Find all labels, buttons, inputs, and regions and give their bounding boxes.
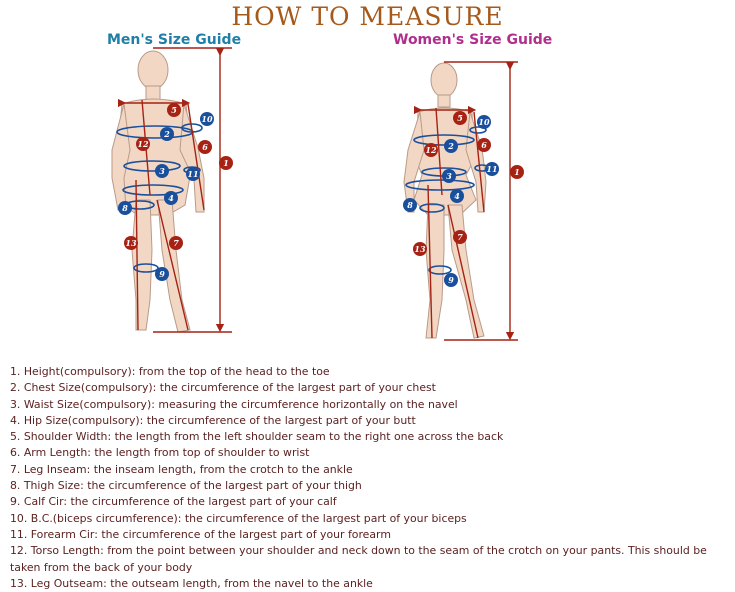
- instruction-item: 6. Arm Length: the length from top of sh…: [10, 446, 310, 460]
- women-badge-13: 13: [413, 242, 427, 256]
- instruction-item: 11. Forearm Cir: the circumference of th…: [10, 527, 391, 541]
- women-badge-8: 8: [403, 198, 417, 212]
- svg-text:8: 8: [122, 203, 128, 213]
- men-size-guide-label: Men's Size Guide: [107, 32, 242, 48]
- women-badge-6: 6: [477, 138, 491, 152]
- women-badge-1: 1: [510, 165, 524, 179]
- men-badge-3: 3: [155, 164, 169, 178]
- instruction-item: 12. Torso Length: from the point between…: [10, 544, 707, 574]
- svg-text:1: 1: [223, 158, 229, 168]
- men-badge-12: 12: [136, 137, 150, 151]
- svg-text:12: 12: [137, 139, 149, 149]
- women-badge-5: 5: [453, 111, 467, 125]
- svg-text:7: 7: [457, 232, 463, 242]
- svg-text:4: 4: [454, 191, 460, 201]
- svg-text:9: 9: [448, 275, 454, 285]
- svg-text:11: 11: [187, 169, 198, 179]
- page-title: HOW TO MEASURE: [231, 2, 504, 31]
- women-badge-7: 7: [453, 230, 467, 244]
- women-badge-11: 11: [485, 162, 499, 176]
- instruction-item: 10. B.C.(biceps circumference): the circ…: [10, 511, 467, 525]
- men-badge-7: 7: [169, 236, 183, 250]
- men-badge-4: 4: [164, 191, 178, 205]
- women-badge-10: 10: [477, 115, 491, 129]
- svg-text:9: 9: [159, 269, 165, 279]
- instruction-item: 8. Thigh Size: the circumference of the …: [10, 479, 362, 493]
- instruction-item: 5. Shoulder Width: the length from the l…: [10, 430, 504, 444]
- svg-text:11: 11: [486, 164, 497, 174]
- svg-text:3: 3: [159, 166, 165, 176]
- svg-text:6: 6: [202, 142, 208, 152]
- men-figure: [111, 47, 232, 333]
- men-badge-5: 5: [167, 103, 181, 117]
- instruction-item: 9. Calf Cir: the circumference of the la…: [10, 495, 337, 509]
- men-badge-11: 11: [186, 167, 200, 181]
- men-badge-8: 8: [118, 201, 132, 215]
- men-badge-10: 10: [200, 112, 214, 126]
- instruction-item: 4. Hip Size(compulsory): the circumferen…: [10, 413, 416, 427]
- svg-text:13: 13: [125, 238, 137, 248]
- instruction-item: 3. Waist Size(compulsory): measuring the…: [10, 397, 458, 411]
- svg-text:7: 7: [173, 238, 179, 248]
- svg-text:1: 1: [514, 167, 520, 177]
- women-badge-4: 4: [450, 189, 464, 203]
- women-badge-3: 3: [442, 169, 456, 183]
- svg-text:5: 5: [457, 113, 463, 123]
- men-badge-2: 2: [160, 127, 174, 141]
- women-badge-9: 9: [444, 273, 458, 287]
- men-badge-6: 6: [198, 140, 212, 154]
- instruction-item: 7. Leg Inseam: the inseam length, from t…: [10, 462, 353, 476]
- measurement-instructions: 1. Height(compulsory): from the top of t…: [10, 364, 732, 592]
- svg-text:10: 10: [201, 114, 213, 124]
- measurement-figures: 1 2 3 4 5 6 7 8 9 10 11 12 13 1 2 3 4 5 …: [111, 47, 524, 341]
- svg-text:12: 12: [425, 145, 437, 155]
- svg-text:4: 4: [168, 193, 174, 203]
- women-badge-2: 2: [444, 139, 458, 153]
- svg-text:10: 10: [478, 117, 490, 127]
- svg-text:8: 8: [407, 200, 413, 210]
- men-badge-1: 1: [219, 156, 233, 170]
- women-size-guide-label: Women's Size Guide: [393, 32, 553, 48]
- men-badge-9: 9: [155, 267, 169, 281]
- women-badge-12: 12: [424, 143, 438, 157]
- men-badge-13: 13: [124, 236, 138, 250]
- instruction-item: 13. Leg Outseam: the outseam length, fro…: [10, 576, 373, 590]
- svg-text:6: 6: [481, 140, 487, 150]
- instruction-item: 1. Height(compulsory): from the top of t…: [10, 365, 330, 378]
- svg-text:3: 3: [446, 171, 452, 181]
- svg-text:5: 5: [171, 105, 177, 115]
- svg-text:2: 2: [447, 141, 454, 151]
- svg-text:13: 13: [414, 244, 426, 254]
- svg-text:2: 2: [163, 129, 170, 139]
- instruction-item: 2. Chest Size(compulsory): the circumfer…: [10, 381, 436, 395]
